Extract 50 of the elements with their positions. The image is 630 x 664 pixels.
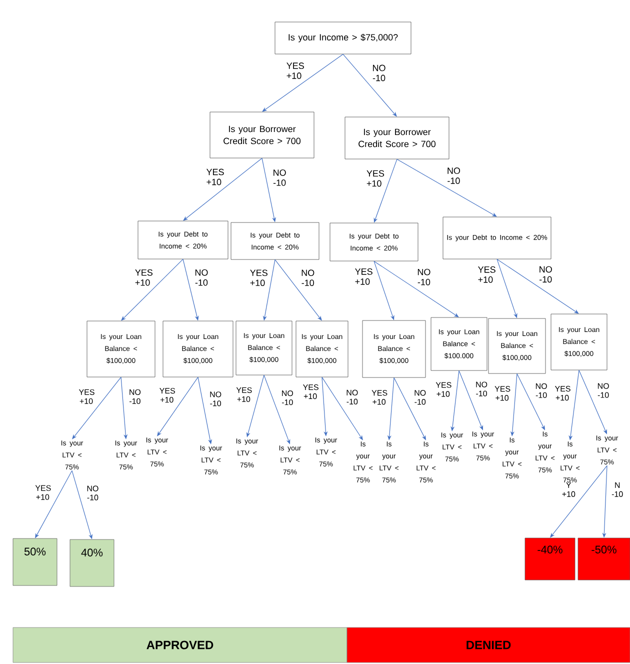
edge-label: NO -10 bbox=[273, 169, 286, 186]
edge-label: YES +10 bbox=[135, 269, 152, 286]
result-box: -40% bbox=[524, 538, 576, 580]
process-box: Is your Borrower Credit Score > 700 bbox=[344, 116, 450, 160]
edge-label: NO -10 bbox=[418, 268, 430, 286]
edge-label: YES +10 bbox=[78, 389, 94, 404]
edge-label: YES +10 bbox=[355, 268, 372, 285]
edge-label: YES +10 bbox=[160, 388, 175, 403]
edge-label: NO -10 bbox=[414, 390, 426, 405]
edge-label: NO -10 bbox=[87, 486, 98, 500]
edge-label: NO -10 bbox=[476, 382, 488, 396]
edge-label: YES +10 bbox=[478, 266, 496, 283]
status-band: DENIED bbox=[346, 627, 630, 663]
edge-label: NO -10 bbox=[598, 383, 609, 398]
arrow bbox=[262, 54, 344, 112]
edge-label: YES +10 bbox=[286, 62, 304, 79]
edge-label: NO -10 bbox=[540, 266, 552, 283]
edge-label: YES +10 bbox=[206, 168, 224, 186]
edge-label: YES +10 bbox=[494, 386, 510, 401]
edge-label: NO -10 bbox=[372, 64, 386, 82]
result-box: -50% bbox=[578, 538, 630, 580]
edge-label: YES +10 bbox=[35, 485, 51, 500]
arrow bbox=[183, 158, 262, 221]
edge-label: NO -10 bbox=[536, 383, 547, 398]
edge-label: YES +10 bbox=[554, 386, 570, 401]
edge-label: YES +10 bbox=[302, 384, 318, 400]
edge-label: YES +10 bbox=[366, 170, 384, 187]
edge-label: YES +10 bbox=[250, 270, 268, 286]
arrow bbox=[396, 158, 497, 217]
edge-label: NO -10 bbox=[282, 390, 293, 406]
result-box: 40% bbox=[70, 539, 114, 587]
arrow bbox=[121, 258, 184, 321]
edge-label: NO -10 bbox=[195, 269, 208, 286]
arrow bbox=[374, 260, 459, 318]
edge-label: YES +10 bbox=[236, 387, 252, 402]
edge-label: YES +10 bbox=[436, 382, 452, 397]
edge-label: NO -10 bbox=[130, 389, 141, 404]
arrow bbox=[72, 376, 122, 440]
edge-label: NO -10 bbox=[210, 392, 222, 406]
edge-label: NO -10 bbox=[448, 168, 460, 184]
process-box: Is your Borrower Credit Score > 700 bbox=[210, 112, 314, 158]
edge-label: N -10 bbox=[612, 482, 623, 497]
edge-label: NO -10 bbox=[346, 390, 358, 404]
arrow bbox=[496, 258, 579, 314]
edge-label: Y +10 bbox=[562, 482, 576, 497]
edge-label: NO -10 bbox=[302, 270, 314, 286]
status-band: APPROVED bbox=[12, 627, 348, 663]
process-box: Is your Income > $75,000? bbox=[274, 22, 412, 54]
edge-label: YES +10 bbox=[372, 390, 388, 405]
result-box: 50% bbox=[12, 538, 58, 586]
